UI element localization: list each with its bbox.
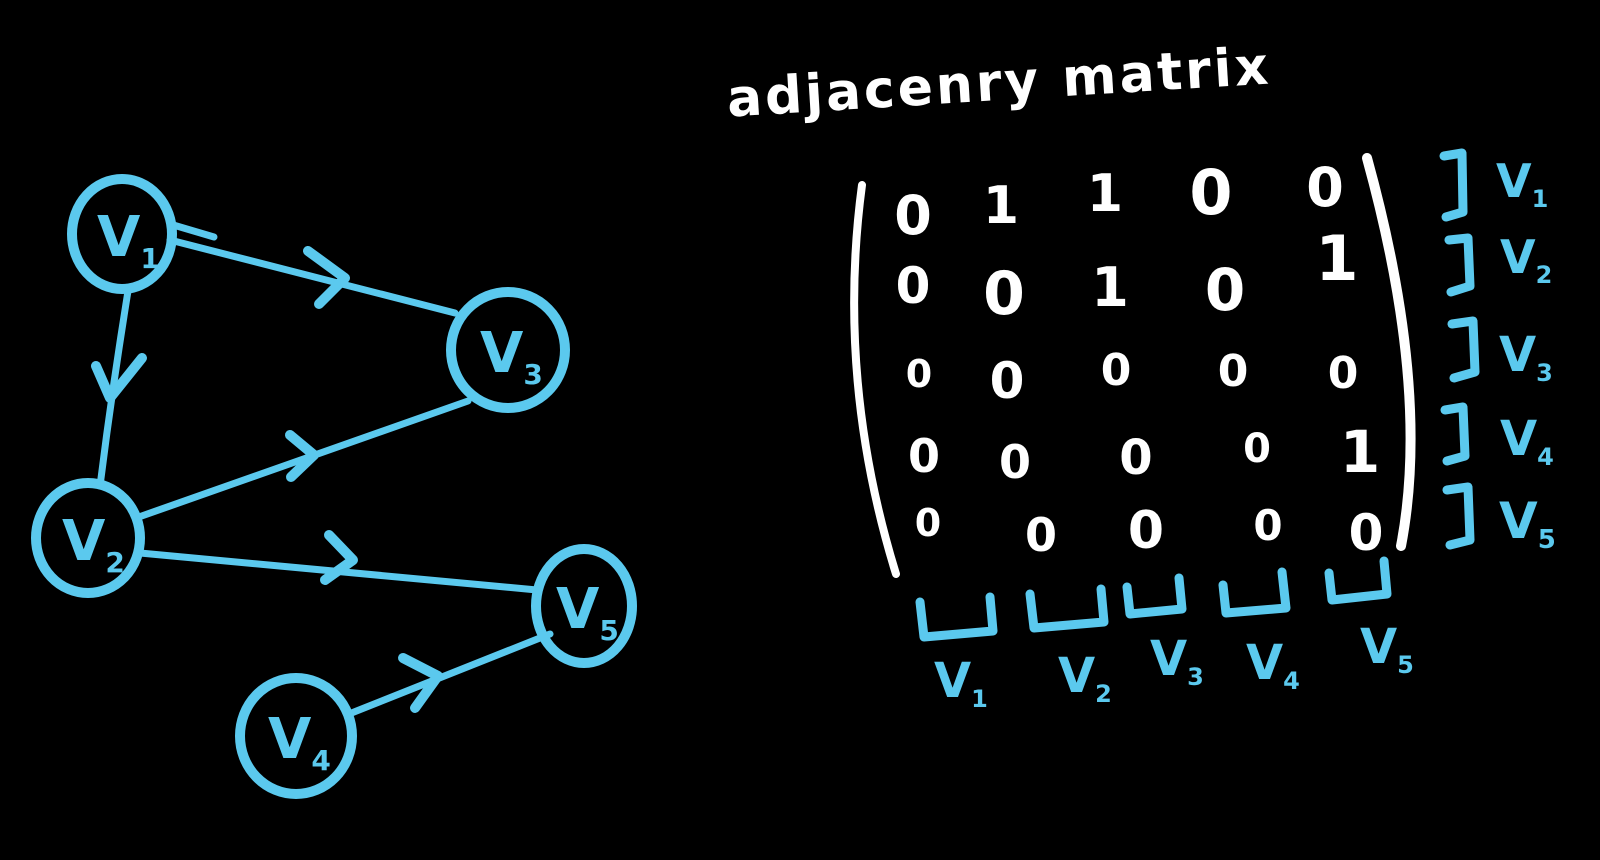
row-label-v2: V2 [1500,230,1552,289]
col-bracket-4 [1218,567,1291,618]
matrix-cell-r4c2: 0 [999,435,1031,489]
matrix-cell-r3c4: 0 [1218,346,1249,397]
matrix-cell-r4c5: 1 [1340,418,1380,486]
row-label-v3: V3 [1499,327,1553,387]
matrix-cell-r1c2: 1 [983,176,1019,236]
matrix-cell-r3c3: 0 [1101,345,1132,396]
matrix-cell-r2c4: 0 [1205,256,1245,324]
col-bracket-2 [1025,584,1109,633]
node-v2-circle [31,478,145,598]
edge-v4-v5 [345,630,554,718]
col-label-v2: V2 [1058,648,1112,708]
matrix-cell-r5c1: 0 [915,501,941,545]
col-label-v3: V3 [1150,631,1204,691]
arrowhead-v1-v3-icon [303,246,350,309]
edge-v1-v3 [166,236,459,317]
col-label-v1: V1 [934,653,988,713]
matrix-cell-r3c1: 0 [906,352,932,396]
col-label-v4: V4 [1246,635,1300,695]
matrix-cell-r1c1: 0 [894,184,932,247]
adjacency-matrix: 0 1 1 0 0 0 0 1 0 1 0 0 0 0 0 0 0 0 0 1 … [850,153,1416,578]
matrix-row-labels: V1 V2 V3 V4 V5 [1439,148,1556,555]
matrix-right-paren [1362,153,1416,551]
edge-v2-v3 [132,397,472,522]
matrix-cell-r5c4: 0 [1253,501,1282,550]
matrix-cell-r2c2: 0 [983,259,1025,329]
matrix-cell-r1c5: 0 [1306,156,1344,219]
node-v5-label: V5 [556,577,619,647]
row-label-v5: V5 [1499,492,1556,555]
matrix-cell-r1c3: 1 [1087,164,1123,224]
matrix-cell-r2c5: 1 [1315,222,1358,295]
matrix-cell-r4c3: 0 [1119,430,1152,486]
arrowhead-v1-v2-icon [91,353,147,403]
arrowhead-v4-v5-icon [398,653,443,713]
matrix-cell-r2c1: 0 [896,257,931,315]
col-bracket-5 [1324,556,1392,605]
row-label-v1: V1 [1496,154,1548,213]
matrix-cell-r4c1: 0 [908,429,940,483]
arrowhead-v2-v3-icon [285,430,319,482]
col-label-v5: V5 [1360,619,1414,679]
matrix-col-labels: V1 V2 V3 V4 V5 [915,556,1414,713]
matrix-cell-r2c3: 1 [1091,256,1129,319]
matrix-cell-r5c2: 0 [1025,508,1057,562]
matrix-left-paren [850,181,900,578]
matrix-cell-r3c5: 0 [1328,348,1359,399]
arrowhead-v2-v5-icon [320,530,358,585]
node-v2-label: V2 [62,509,125,579]
matrix-cell-r5c3: 0 [1128,501,1164,561]
node-v4-label: V4 [268,707,331,777]
row-bracket-1 [1439,148,1468,222]
row-bracket-5 [1442,482,1475,550]
col-bracket-3 [1122,573,1187,619]
matrix-cell-r5c5: 0 [1349,504,1384,562]
matrix-cell-r3c2: 0 [990,352,1025,410]
node-v1-circle [67,174,177,294]
edge-v1-v3-sketch-stroke [166,220,218,241]
row-bracket-3 [1447,316,1480,383]
node-v4-circle [235,673,357,799]
matrix-cell-r4c4: 0 [1243,426,1271,472]
matrix-cell-r1c4: 0 [1189,156,1232,229]
page-title: adjacenry matrix [725,36,1273,129]
directed-graph: V1 V2 V3 V4 V5 [31,174,637,799]
node-v3-label: V3 [480,321,543,391]
node-v5-circle [531,544,637,668]
node-v1-label: V1 [97,205,160,275]
node-v3-circle [446,287,570,413]
row-bracket-4 [1440,402,1470,466]
col-bracket-1 [915,592,998,642]
row-bracket-2 [1444,233,1475,297]
row-label-v4: V4 [1500,411,1554,471]
